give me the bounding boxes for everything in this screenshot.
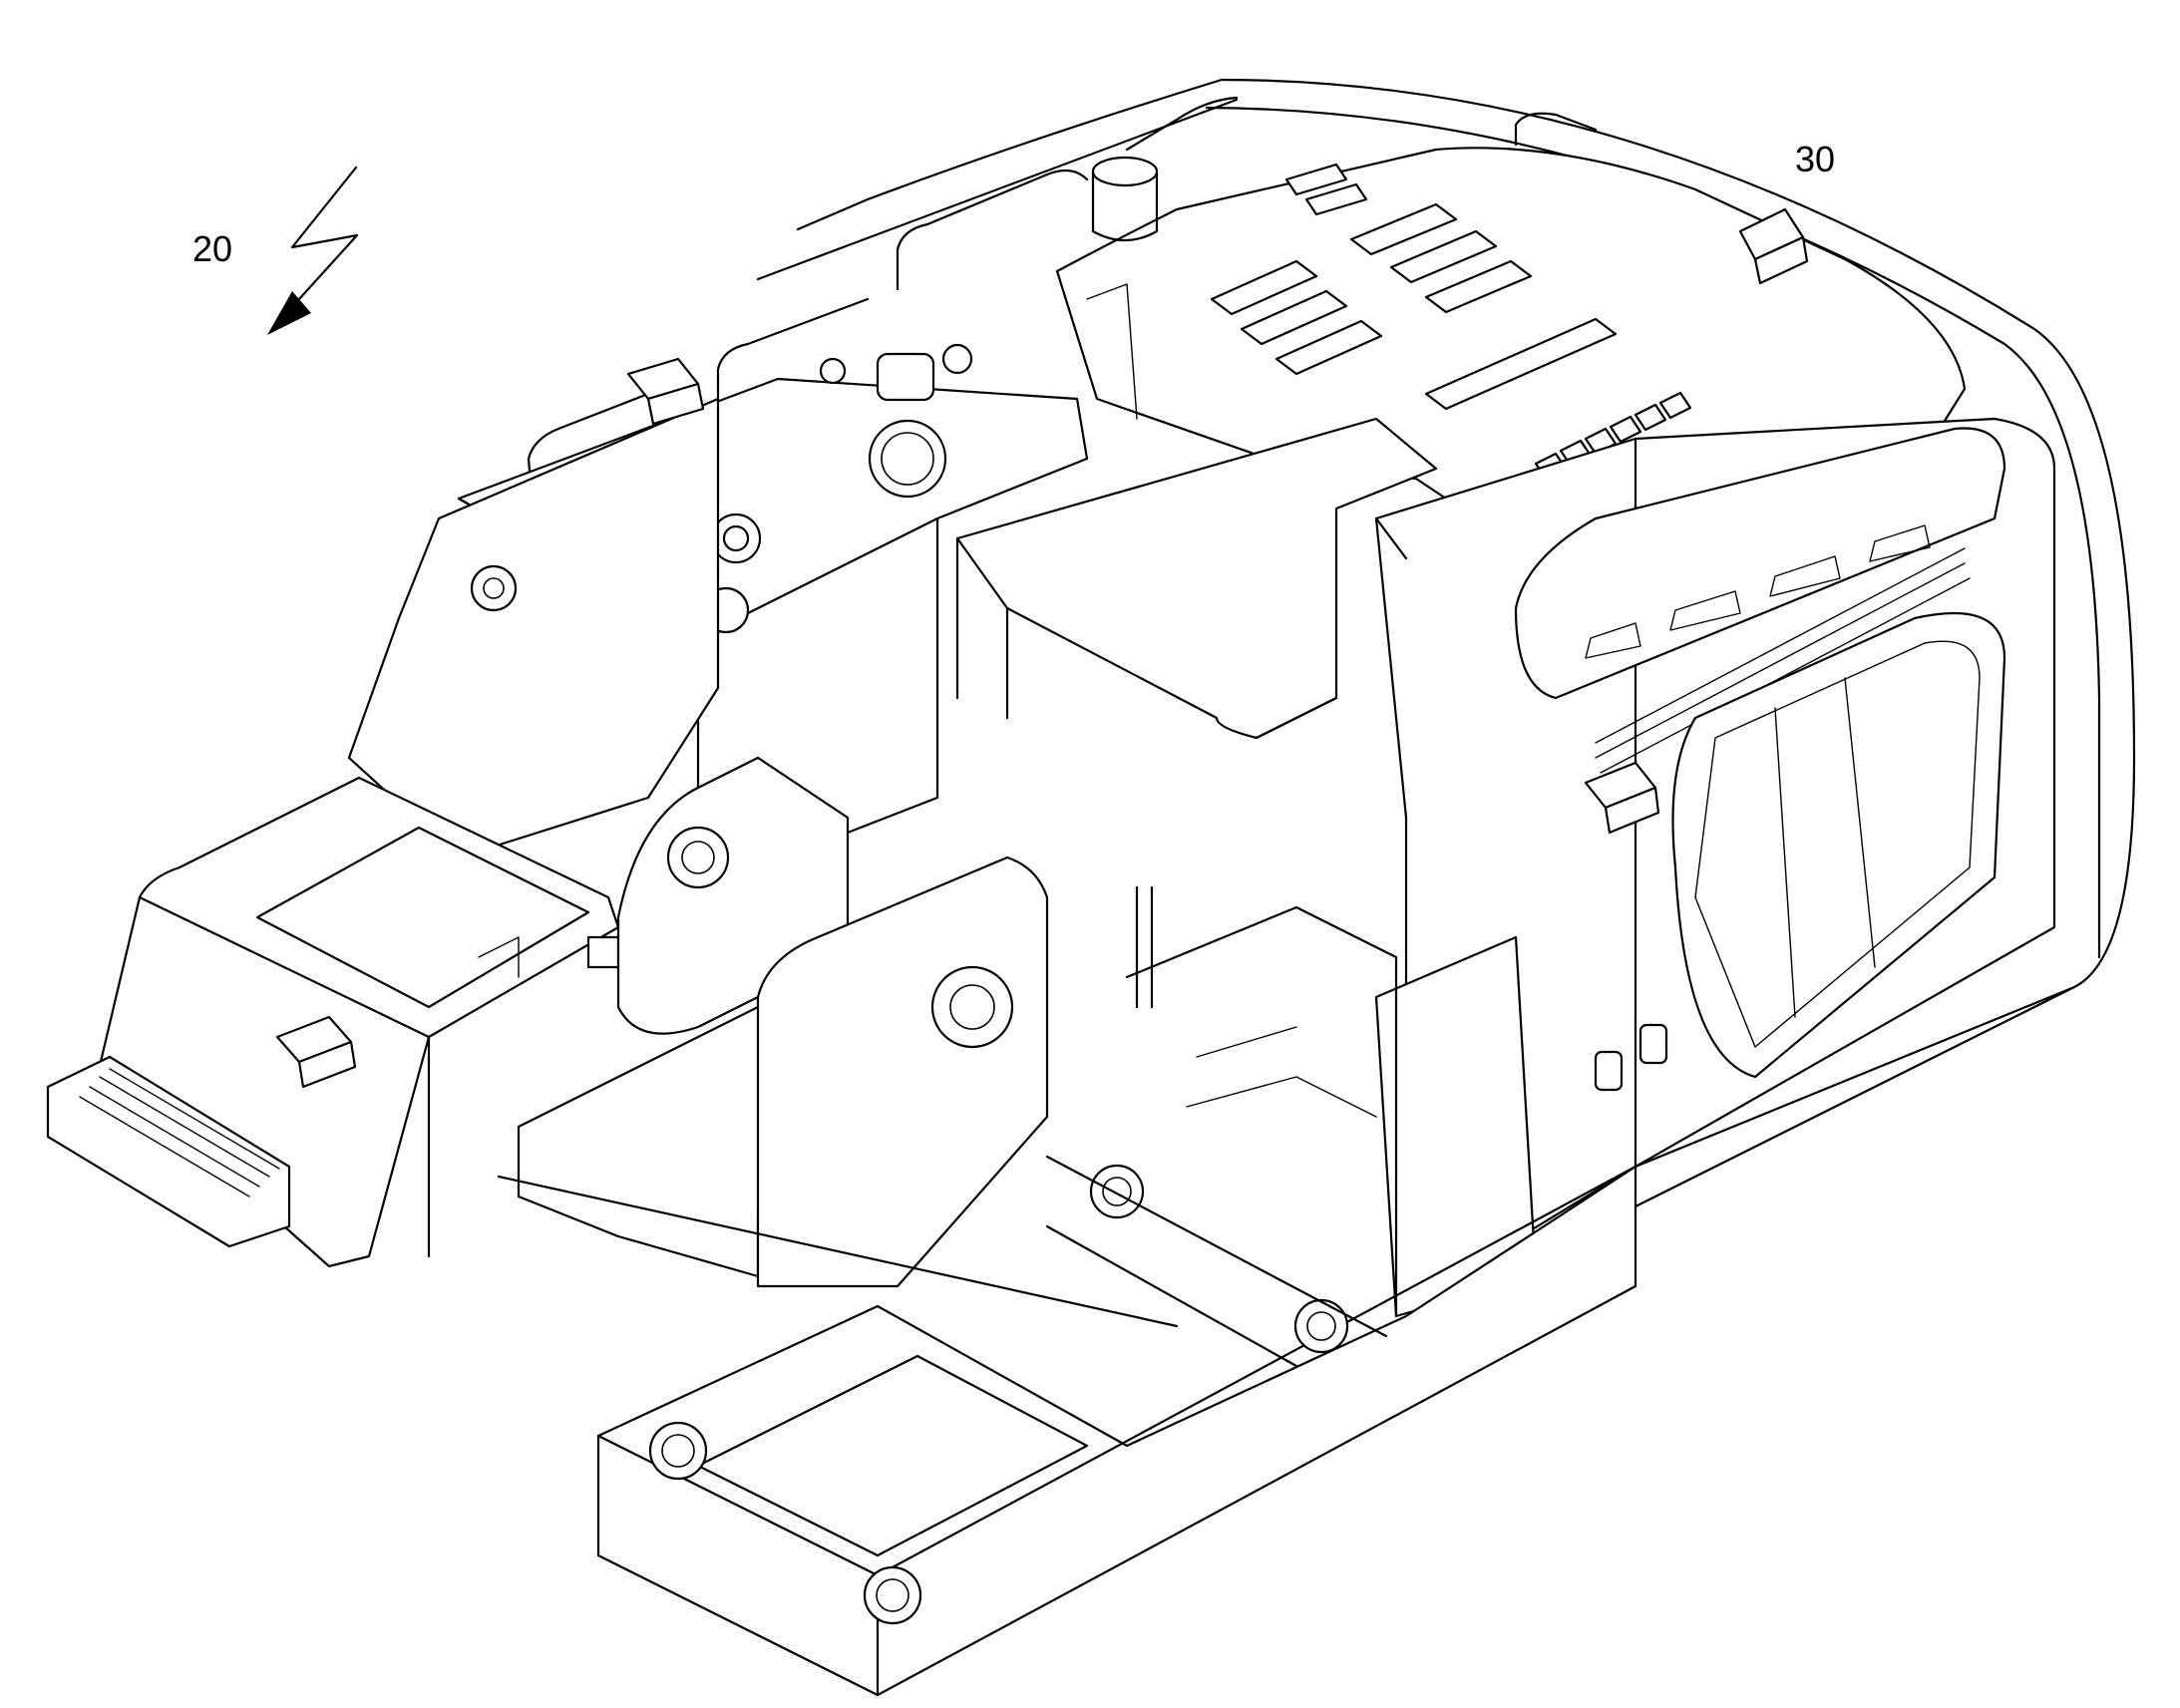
reference-label-20-group: 20 [192,166,359,335]
muffler-cylinder [1091,156,1159,241]
fuel-sender [876,352,935,402]
side-grille [1595,547,1971,774]
reference-numeral-20: 20 [192,228,232,269]
lightning-arrow-icon [267,166,359,335]
frame-recess [696,1354,1089,1557]
toolbox-latch [586,935,620,969]
mount-brackets [275,207,1809,1089]
fuel-tank-box [347,397,720,859]
left-toolbox [46,776,620,1268]
right-side-cabinet [1374,417,2076,1308]
door-latch-left [1594,1050,1624,1092]
door-latch-right [1638,1023,1668,1065]
reference-numeral-30: 30 [1795,139,1835,179]
side-window [1671,611,2006,1079]
lower-main-frame [596,1155,1637,1697]
boom-mount-plates [497,756,1179,1328]
center-deck [955,417,1438,740]
toolbox-lid [255,826,590,1009]
access-step [46,1055,291,1248]
excavator-upper-frame [46,78,2136,1697]
